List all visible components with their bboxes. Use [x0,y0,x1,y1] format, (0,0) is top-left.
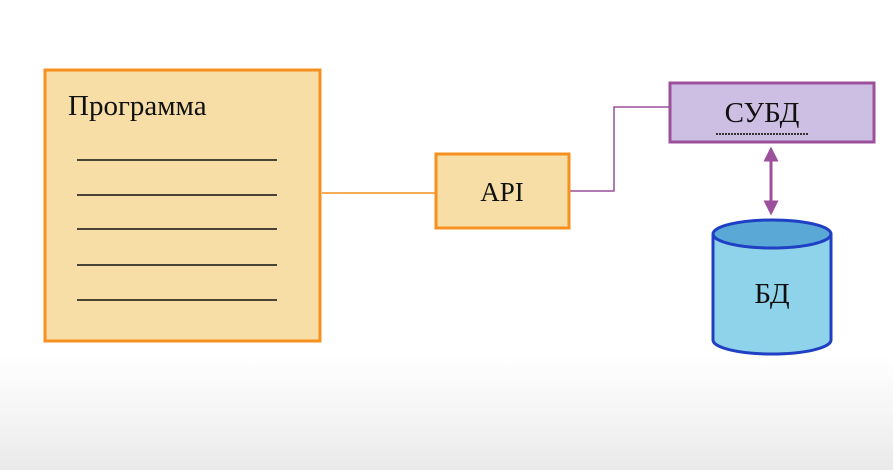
program-label: Программа [68,90,207,122]
database-top [711,218,833,250]
api-box [434,152,571,230]
database-body [711,234,833,356]
program-box [43,68,322,343]
api-node: API [434,152,571,230]
edge-api-dbms [570,106,670,192]
database-node: БД [711,218,833,356]
dbms-box [668,81,876,144]
database-label: БД [754,278,790,310]
program-code-lines [77,159,277,301]
dbms-node: СУБД [668,81,876,144]
program-node: Программа [43,68,322,343]
dbms-label: СУБД [725,97,800,129]
api-label: API [480,177,524,207]
